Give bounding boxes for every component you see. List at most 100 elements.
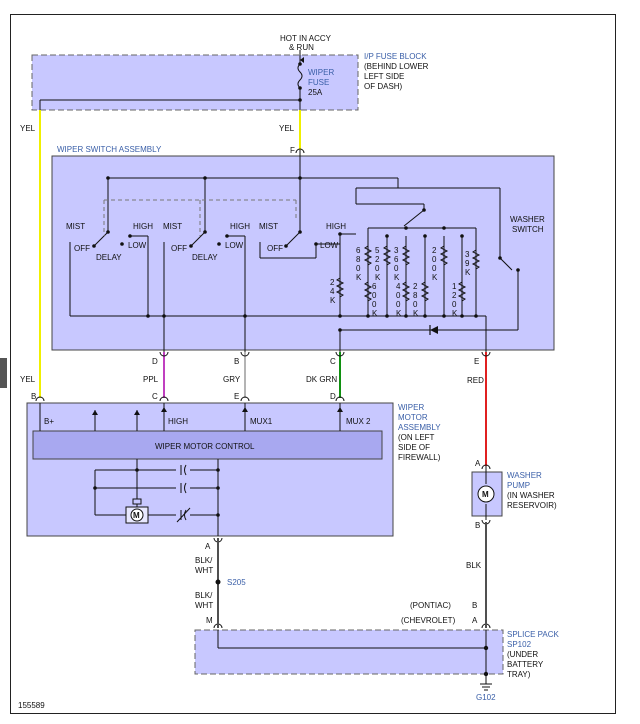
r360k-d4: K — [394, 273, 400, 282]
mist-label-2: MIST — [163, 222, 182, 231]
r200k-d4: K — [432, 273, 438, 282]
r400k-d1: 4 — [396, 282, 401, 291]
r200k-d2: 0 — [432, 255, 437, 264]
switch-contacts — [92, 176, 520, 332]
r600k-d1: 6 — [372, 282, 377, 291]
and-run-label: & RUN — [289, 43, 314, 52]
r120k-d1: 1 — [452, 282, 457, 291]
motor-location-2: SIDE OF — [398, 443, 430, 452]
pontiac-label: (PONTIAC) — [410, 601, 451, 610]
r24k-d2: 4 — [330, 287, 335, 296]
pin-f: F — [290, 146, 295, 155]
switch-pin-stubs — [163, 150, 487, 352]
r400k-d3: 0 — [396, 300, 401, 309]
splice-pack — [194, 629, 504, 675]
r680k-d4: K — [356, 273, 362, 282]
wiper-motor-control-label: WIPER MOTOR CONTROL — [155, 442, 255, 451]
low-label-1: LOW — [128, 241, 147, 250]
high-label-2: HIGH — [230, 222, 250, 231]
red-label: RED — [467, 376, 484, 385]
splice-pack-junction — [483, 645, 489, 651]
r280k-d2: 8 — [413, 291, 418, 300]
r680k-d1: 6 — [356, 246, 361, 255]
high-label-3: HIGH — [326, 222, 346, 231]
r280k-d1: 2 — [413, 282, 418, 291]
motor-title-3: ASSEMBLY — [398, 423, 441, 432]
pin-c-motor: C — [152, 392, 158, 401]
r39k-d2: 9 — [465, 259, 470, 268]
fuse-block-location-2: LEFT SIDE — [364, 72, 404, 81]
pin-b-splice: B — [472, 601, 477, 610]
blk-wht-label-2a: BLK/ — [195, 591, 213, 600]
splice-pack-location-2: BATTERY — [507, 660, 544, 669]
fuse-rating: 25A — [308, 88, 323, 97]
yel-label-mid: YEL — [20, 375, 36, 384]
motor-internal-wiring — [39, 403, 341, 536]
r280k-d3: 0 — [413, 300, 418, 309]
motor-mux1-label: MUX1 — [250, 417, 273, 426]
ppl-label: PPL — [143, 375, 159, 384]
motor-dots — [93, 468, 220, 517]
washer-switch-blade — [499, 257, 513, 271]
diagram-id: 155589 — [18, 701, 45, 710]
off-label-3: OFF — [267, 244, 283, 253]
motor-title-1: WIPER — [398, 403, 424, 412]
off-label-1: OFF — [74, 244, 90, 253]
dk-grn-label: DK GRN — [306, 375, 337, 384]
motor-location-1: (ON LEFT — [398, 433, 435, 442]
resistors — [335, 245, 481, 302]
s205-label: S205 — [227, 578, 246, 587]
capacitors — [176, 464, 191, 523]
pump-title-1: WASHER — [507, 471, 542, 480]
blk-wht-label-1a: BLK/ — [195, 556, 213, 565]
r520k-d3: 0 — [375, 264, 380, 273]
rotary-wiper — [403, 209, 425, 227]
pin-m-splice: M — [206, 616, 213, 625]
resistor-labels: 6 8 0 K 5 2 0 K 3 6 0 K 2 0 0 K 3 9 K 6 … — [330, 246, 471, 318]
r600k-d2: 0 — [372, 291, 377, 300]
r280k-d4: K — [413, 309, 419, 318]
low-label-3: LOW — [320, 241, 339, 250]
r24k-d3: K — [330, 296, 336, 305]
r400k-d4: K — [396, 309, 402, 318]
r200k-d1: 2 — [432, 246, 437, 255]
wiper-switch-assembly — [51, 155, 555, 351]
motor-m-glyph: M — [133, 511, 140, 520]
blk-wht-label-1b: WHT — [195, 566, 213, 575]
motor-bplus-label: B+ — [44, 417, 54, 426]
diagram-frame — [10, 14, 616, 714]
pin-b-pump: B — [475, 521, 480, 530]
ground-g102-label: G102 — [476, 693, 496, 702]
page-side-tab[interactable] — [0, 358, 7, 388]
splice-pack-title-2: SP102 — [507, 640, 532, 649]
motor-title-2: MOTOR — [398, 413, 428, 422]
yel-label-top-right: YEL — [279, 124, 295, 133]
mist-label-1: MIST — [66, 222, 85, 231]
fuse-block-location-3: OF DASH) — [364, 82, 403, 91]
r600k-d3: 0 — [372, 300, 377, 309]
motor-location-3: FIREWALL) — [398, 453, 441, 462]
pin-d-switch: D — [152, 357, 158, 366]
s205-splice — [215, 579, 221, 585]
pin-a-splice: A — [472, 616, 478, 625]
r680k-d3: 0 — [356, 264, 361, 273]
r120k-d2: 2 — [452, 291, 457, 300]
r39k-d1: 3 — [465, 250, 470, 259]
ground-g102-dot — [483, 671, 489, 677]
delay-linkage — [103, 199, 297, 236]
yel-label-top-left: YEL — [20, 124, 36, 133]
pin-a-pump: A — [475, 459, 481, 468]
r24k-d1: 2 — [330, 278, 335, 287]
wiper-motor-icon — [125, 498, 149, 524]
washer-switch-label-2: SWITCH — [512, 225, 544, 234]
pin-b-switch: B — [234, 357, 239, 366]
pin-e-switch: E — [474, 357, 479, 366]
splice-pack-title-1: SPLICE PACK — [507, 630, 560, 639]
chevrolet-label: (CHEVROLET) — [401, 616, 456, 625]
pin-c-switch: C — [330, 357, 336, 366]
low-label-2: LOW — [225, 241, 244, 250]
wiper-switch-title: WIPER SWITCH ASSEMBLY — [57, 145, 162, 154]
pin-a-motor-bottom: A — [205, 542, 211, 551]
splice-pack-location-1: (UNDER — [507, 650, 538, 659]
